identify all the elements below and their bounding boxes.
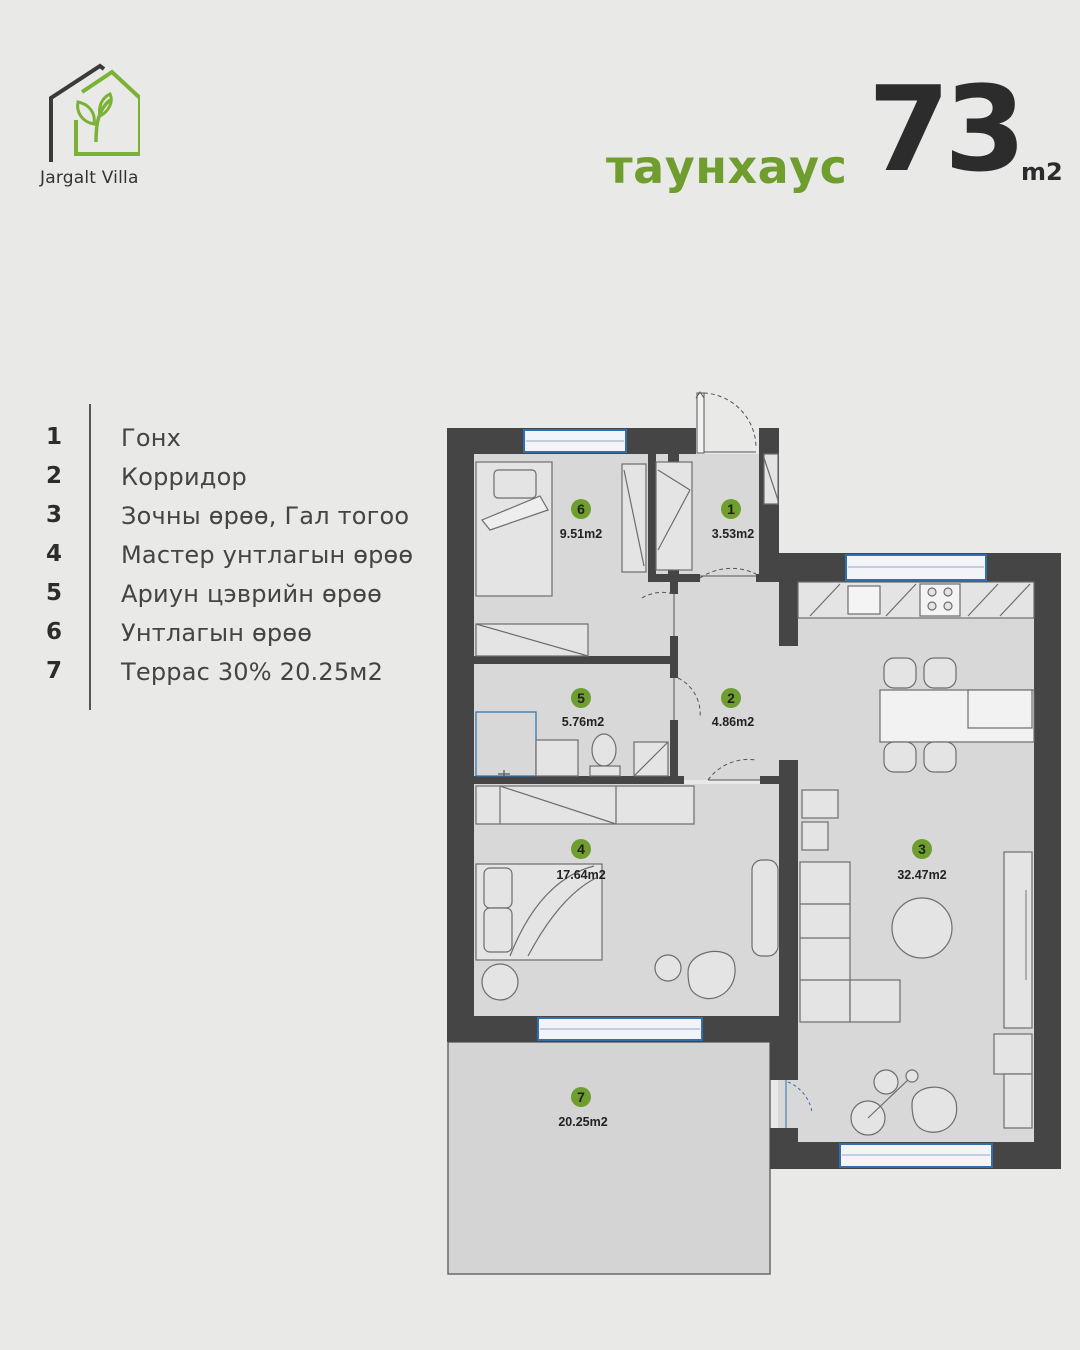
house-leaf-logo-icon bbox=[49, 63, 140, 162]
doors bbox=[641, 391, 813, 1128]
property-type: таунхаус bbox=[606, 140, 848, 194]
legend-label: Гонх bbox=[121, 424, 182, 452]
room-number: 4 bbox=[577, 841, 585, 857]
room-area: 32.47m2 bbox=[897, 868, 946, 882]
room-badge bbox=[721, 499, 741, 519]
room-area: 3.53m2 bbox=[712, 527, 754, 541]
room-badge bbox=[721, 688, 741, 708]
legend-label: Мастер унтлагын өрөө bbox=[121, 541, 414, 569]
brand-name: Jargalt Villa bbox=[40, 168, 139, 188]
legend-label: Ариун цэврийн өрөө bbox=[121, 580, 383, 608]
room-area: 9.51m2 bbox=[560, 527, 602, 541]
furniture bbox=[475, 453, 1035, 1136]
room-label-2: 2 4.86m2 bbox=[712, 688, 754, 729]
legend-label: Зочны өрөө, Гал тогоо bbox=[121, 502, 410, 530]
legend-number: 3 bbox=[46, 502, 63, 528]
room-label-6: 6 9.51m2 bbox=[560, 499, 602, 541]
room-number: 6 bbox=[577, 501, 585, 517]
coffee-table bbox=[891, 897, 953, 959]
room-labels: 6 9.51m2 1 3.53m2 5 5.76m2 2 4.86m2 4 17… bbox=[556, 499, 947, 1129]
room-number: 1 bbox=[727, 501, 735, 517]
legend-number: 6 bbox=[46, 619, 63, 645]
room-number: 3 bbox=[918, 841, 926, 857]
room-number: 7 bbox=[577, 1089, 585, 1105]
legend-number: 7 bbox=[46, 658, 63, 684]
legend-number: 5 bbox=[46, 580, 63, 606]
room-area: 5.76m2 bbox=[562, 715, 604, 729]
sofa bbox=[799, 861, 851, 1023]
room-label-7: 7 20.25m2 bbox=[558, 1087, 608, 1129]
total-area-unit: m2 bbox=[1021, 158, 1063, 186]
legend-divider bbox=[89, 404, 91, 710]
legend-label: Унтлагын өрөө bbox=[121, 619, 313, 647]
terrace-floor bbox=[447, 1041, 771, 1275]
legend-label: Корридор bbox=[121, 463, 247, 491]
room-badge bbox=[912, 839, 932, 859]
room-label-1: 1 3.53m2 bbox=[712, 499, 754, 541]
legend-number: 2 bbox=[46, 463, 63, 489]
room-badge bbox=[571, 839, 591, 859]
legend-label: Террас 30% 20.25м2 bbox=[121, 658, 384, 686]
room-number: 5 bbox=[577, 690, 585, 706]
room-label-3: 3 32.47m2 bbox=[897, 839, 947, 882]
room-badge bbox=[571, 688, 591, 708]
legend-number: 1 bbox=[46, 424, 63, 450]
room-badge bbox=[571, 1087, 591, 1107]
legend-number: 4 bbox=[46, 541, 63, 567]
total-area-value: 73 bbox=[868, 60, 1026, 198]
room-area: 20.25m2 bbox=[558, 1115, 607, 1129]
room-label-5: 5 5.76m2 bbox=[562, 688, 604, 729]
room-number: 2 bbox=[727, 690, 735, 706]
room-label-4: 4 17.64m2 bbox=[556, 839, 606, 882]
brand-logo: Jargalt Villa bbox=[40, 62, 150, 192]
room-area: 4.86m2 bbox=[712, 715, 754, 729]
room-badge bbox=[571, 499, 591, 519]
room-area: 17.64m2 bbox=[556, 868, 605, 882]
